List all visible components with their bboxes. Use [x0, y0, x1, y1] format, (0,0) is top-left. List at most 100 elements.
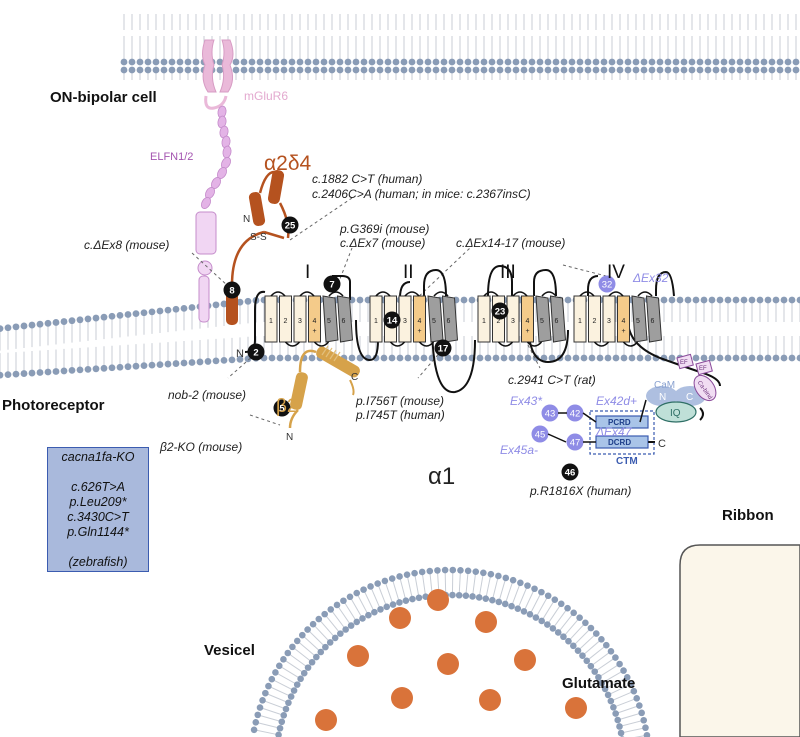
beta2-subunit	[288, 345, 360, 429]
mut-dex8: c.ΔEx8 (mouse)	[84, 238, 169, 252]
domain-label-2: II	[403, 262, 414, 283]
svg-text:3: 3	[403, 318, 407, 325]
ss-label: S-S	[250, 232, 267, 243]
svg-text:2: 2	[284, 318, 288, 325]
segment-3-6: 6	[549, 295, 567, 343]
mut-r1816x: p.R1816X (human)	[529, 484, 631, 498]
cam-c-label: C	[686, 392, 693, 403]
svg-text:5: 5	[636, 318, 640, 325]
a2d4-n-label: N	[243, 214, 250, 225]
ko-line: cacna1fa-KO	[61, 450, 135, 464]
c-terminal-region	[589, 353, 717, 455]
domain-label-3: III	[500, 262, 516, 283]
segment-2-1: 1	[369, 295, 383, 343]
mut-c1882: c.1882 C>T (human)	[312, 172, 422, 186]
marker-43: 43	[541, 404, 559, 422]
mut-dex14: c.ΔEx14-17 (mouse)	[456, 236, 565, 250]
svg-text:2: 2	[497, 318, 501, 325]
segment-2-4: 4+	[413, 295, 426, 343]
mut-dex7: c.ΔEx7 (mouse)	[340, 236, 425, 250]
pcrd-label: PCRD	[608, 418, 631, 427]
alpha1-backbone	[244, 264, 721, 443]
c-term-label: C	[658, 438, 666, 450]
svg-text:5: 5	[540, 318, 544, 325]
marker-14: 14	[383, 311, 401, 329]
mut-c2941: c.2941 C>T (rat)	[508, 373, 596, 387]
svg-text:46: 46	[565, 468, 576, 479]
svg-text:4: 4	[622, 318, 626, 325]
mut-ex42d: Ex42d+	[596, 394, 637, 408]
svg-text:25: 25	[285, 221, 296, 232]
svg-text:6: 6	[555, 318, 559, 325]
vesicle	[250, 566, 651, 737]
domain-label-4: IV	[607, 262, 625, 283]
svg-text:42: 42	[570, 409, 581, 420]
segment-2-6: 6	[441, 295, 459, 343]
svg-text:45: 45	[535, 430, 546, 441]
marker-7: 7	[323, 275, 341, 293]
mut-c2406: c.2406C>A (human; in mice: c.2367insC)	[312, 187, 531, 201]
svg-text:2: 2	[253, 348, 258, 359]
mglur6-label: mGluR6	[244, 89, 288, 103]
svg-text:3: 3	[511, 318, 515, 325]
segment-3-3: 3	[506, 295, 520, 343]
svg-text:7: 7	[329, 280, 334, 291]
segment-1-2: 2	[279, 295, 292, 343]
segment-3-5: 5	[535, 295, 552, 343]
svg-text:6: 6	[342, 318, 346, 325]
segment-1-6: 6	[336, 295, 354, 343]
segment-1-4: 4+	[308, 295, 321, 343]
svg-text:47: 47	[570, 438, 581, 449]
ctm-label: CTM	[616, 456, 638, 467]
ko-line: p.Leu209*	[69, 495, 127, 509]
segment-2-3: 3	[398, 295, 412, 343]
marker-45: 45	[531, 425, 549, 443]
svg-text:+: +	[417, 328, 421, 335]
svg-text:3: 3	[607, 318, 611, 325]
mglur6-receptor	[202, 39, 234, 110]
svg-text:2: 2	[593, 318, 597, 325]
beta2-c-label: C	[351, 372, 358, 383]
segment-3-1: 1	[477, 295, 491, 343]
mut-b2ko: β2-KO (mouse)	[159, 440, 242, 454]
segment-4-3: 3	[602, 295, 616, 343]
domain-label-1: I	[305, 262, 310, 283]
svg-text:1: 1	[374, 318, 378, 325]
beta2-label: β2	[276, 396, 298, 417]
svg-text:23: 23	[495, 307, 506, 318]
marker-8: 8	[223, 281, 241, 299]
mut-i745t: p.I745T (human)	[355, 408, 445, 422]
vesicel-label: Vesicel	[204, 642, 255, 659]
zebrafish-ko-box: cacna1fa-KO c.626T>A p.Leu209* c.3430C>T…	[47, 447, 149, 572]
mut-g369i: p.G369i (mouse)	[339, 222, 429, 236]
ef-label-1: EF	[680, 360, 688, 366]
mut-ex45a: Ex45a-	[500, 443, 538, 457]
on-bipolar-label: ON-bipolar cell	[50, 89, 157, 106]
svg-text:4: 4	[418, 318, 422, 325]
mut-nob2: nob-2 (mouse)	[168, 388, 246, 402]
svg-text:5: 5	[432, 318, 436, 325]
ko-line: p.Gln1144*	[67, 525, 129, 539]
a2d4-label: α2δ4	[264, 152, 312, 175]
segment-4-2: 2	[588, 295, 601, 343]
mutation-labels: c.1882 C>T (human) c.2406C>A (human; in …	[84, 172, 669, 498]
dcrd-label: DCRD	[608, 438, 631, 447]
svg-text:5: 5	[327, 318, 331, 325]
svg-text:14: 14	[387, 316, 398, 327]
mut-dex32: ΔEx32	[632, 271, 669, 285]
svg-text:4: 4	[526, 318, 530, 325]
marker-46: 46	[561, 463, 579, 481]
svg-text:1: 1	[482, 318, 486, 325]
marker-42: 42	[566, 404, 584, 422]
segment-4-1: 1	[573, 295, 587, 343]
svg-text:5: 5	[279, 404, 285, 415]
svg-text:3: 3	[298, 318, 302, 325]
svg-text:1: 1	[269, 318, 273, 325]
mut-ex43: Ex43*	[510, 394, 542, 408]
mut-i756t: p.I756T (mouse)	[355, 394, 444, 408]
marker-17: 17	[434, 339, 452, 357]
iq-label: IQ	[670, 408, 681, 419]
bipolar-membrane	[120, 14, 800, 80]
